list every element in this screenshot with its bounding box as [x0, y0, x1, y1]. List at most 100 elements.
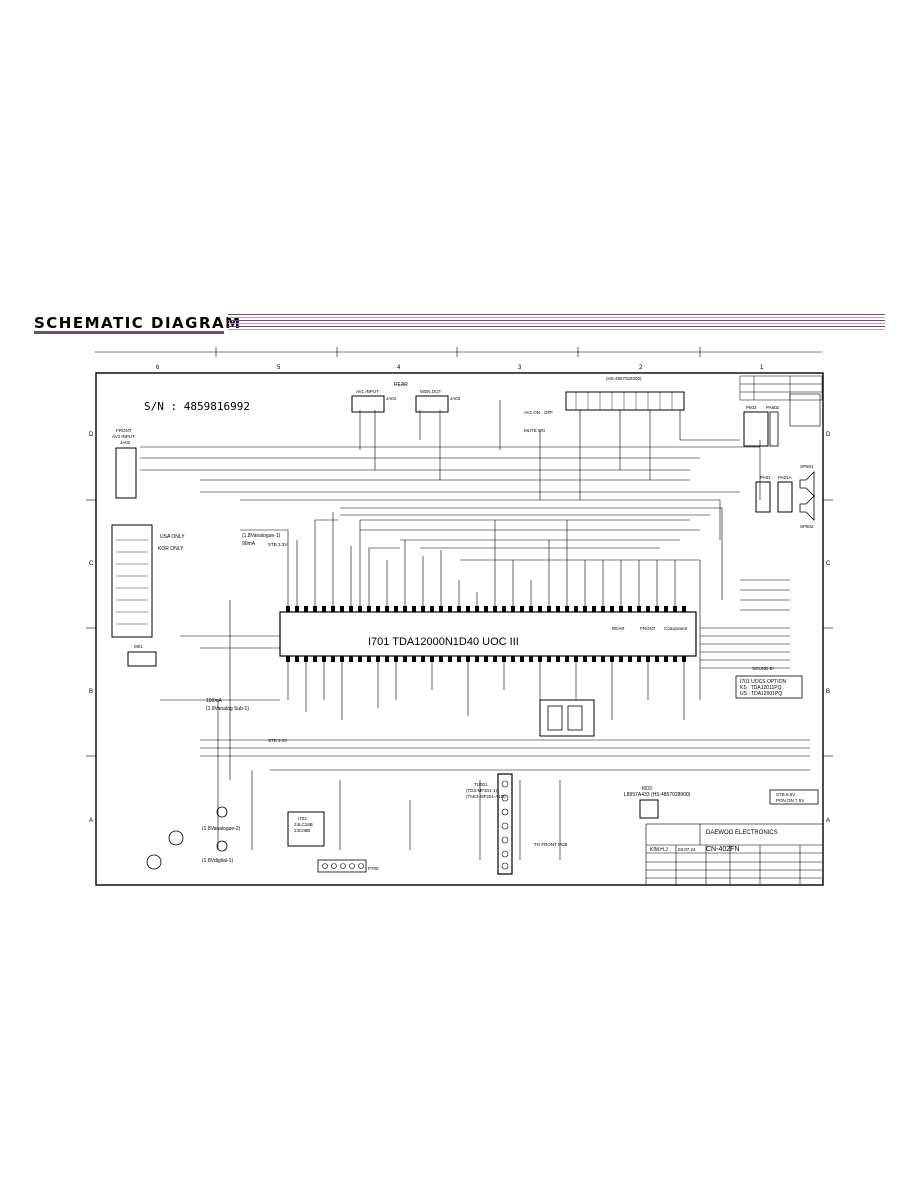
- transistor-q1: [168, 830, 184, 846]
- rail-18d: (1.8Vdigital-1): [202, 858, 233, 864]
- col-label: 2: [639, 365, 643, 371]
- ic-option-us: US : TDA12001PQ: [740, 691, 782, 697]
- mute-label: MUTE ON: [524, 428, 545, 433]
- p700-connector: [317, 859, 367, 873]
- p603-connector: [743, 411, 769, 447]
- col-label: 4: [397, 365, 401, 371]
- main-ic-body: [279, 611, 697, 657]
- tu001-pins: [501, 780, 509, 870]
- i801-label: I801: [134, 644, 143, 649]
- top-connector-pins: [575, 392, 673, 410]
- p700-label: P700: [368, 866, 379, 871]
- component-label: Component: [664, 626, 688, 631]
- ja01-connector: [351, 395, 385, 413]
- rail-33: STB 3.3V: [268, 542, 287, 547]
- tu001-part2: (TAE3-MF201-A1D): [466, 794, 506, 799]
- ja01-label: JA01: [386, 396, 397, 401]
- p603-label: P603: [746, 405, 757, 410]
- row-label: A: [89, 818, 93, 824]
- row-label: C: [89, 561, 94, 567]
- stb-note-box: [769, 789, 819, 805]
- key-matrix-lines: [116, 539, 148, 625]
- row-label: D: [89, 432, 94, 438]
- subboard: [539, 699, 595, 737]
- stb-note-2: PON ON 7.5V: [776, 798, 804, 803]
- i801-body: [127, 651, 157, 667]
- rear-label: REAR: [394, 382, 408, 388]
- rear-signal-label: REAR: [612, 626, 625, 631]
- to-frontpcb-label: TO FRONT PCB: [534, 842, 567, 847]
- main-ic-label: I701 TDA12000N1D40 UOC III: [368, 636, 519, 648]
- col-label: 1: [760, 365, 764, 371]
- pa01-connector: [755, 481, 771, 513]
- row-label: B: [826, 689, 830, 695]
- main-ic-pins-bottom: [286, 656, 686, 662]
- stb-note-1: STB 6.5V: [776, 792, 795, 797]
- subboard-ic1: [547, 705, 563, 731]
- rail-100ma: 100mA: [206, 698, 223, 704]
- col-label: 3: [518, 365, 522, 371]
- pa602-label: PA602: [766, 405, 780, 410]
- row-label: C: [826, 561, 831, 567]
- wiring: [140, 400, 810, 860]
- sound-label: SOUND B+: [752, 666, 776, 671]
- rail-18b: (1.8Vanalog Sub-1): [206, 706, 249, 712]
- serial-number: S/N : 4859816992: [144, 400, 250, 413]
- rail-18a: (1.8Vanalogue-1): [242, 533, 281, 539]
- col-label: 5: [277, 365, 281, 371]
- col-label: 6: [156, 365, 160, 371]
- av1-input-label: AV1 INPUT: [356, 389, 379, 394]
- ja03-label: JA03: [450, 396, 461, 401]
- kor-only-label: KOR ONLY: [158, 546, 184, 552]
- i702-label: I702: [298, 816, 307, 821]
- top-connector-label: (HS:4857028300): [606, 376, 642, 381]
- usa-only-label: USA ONLY: [160, 534, 185, 540]
- ja02-connector: [115, 447, 137, 499]
- ic-option-ks: KS : TDA12011PQ: [740, 685, 782, 691]
- tu001-body: [497, 773, 513, 875]
- tu001-part1: (TD3-MF201-1): [466, 788, 498, 793]
- speaker-1-icon: [799, 471, 815, 497]
- model-number: CN-402FN: [706, 846, 739, 853]
- pa01a-label: PA01A: [778, 475, 792, 480]
- row-label: D: [826, 432, 831, 438]
- p700-pins: [322, 863, 364, 869]
- ja03-connector: [415, 395, 449, 413]
- off-label: OFF: [544, 410, 553, 415]
- top-connector: [565, 391, 685, 411]
- tu001-label: TU001: [474, 782, 488, 787]
- front-label: FRONT: [116, 428, 132, 433]
- front-avinput-label: AV2 INPUT: [112, 434, 135, 439]
- row-label: B: [89, 689, 93, 695]
- drawn-by: KIM.H.J: [650, 847, 668, 853]
- pa01a-connector: [777, 481, 793, 513]
- rail-18c: (1.8Vanalogue-2): [202, 826, 241, 832]
- ic-option-box: [735, 675, 803, 699]
- i603-label: I603: [642, 786, 652, 792]
- title-underbar: [34, 331, 224, 334]
- front-signal-label: FRONT: [640, 626, 656, 631]
- key-matrix-box: [111, 524, 153, 638]
- i702-part1: 24LC16B: [294, 822, 313, 827]
- fbt-block: [789, 393, 821, 427]
- av1-on-label: AV1 ON: [524, 410, 540, 415]
- main-ic-pins-top: [286, 606, 686, 612]
- company-name: DAEWOO ELECTRONICS: [706, 830, 778, 836]
- grid-frame: [86, 347, 833, 886]
- sp601-label: SP601: [800, 464, 814, 469]
- pa01-label: PA01: [760, 475, 771, 480]
- transistor-q3: [216, 806, 228, 818]
- pa602-connector: [769, 411, 779, 447]
- monout-label: MON.OUT: [420, 389, 441, 394]
- transistor-q2: [146, 854, 162, 870]
- i702-part2: 24C08B: [294, 828, 310, 833]
- rail-90ma: 90mA: [242, 541, 256, 547]
- ja02-label: JA02: [120, 440, 131, 445]
- i603-part: L8957A433 (HS:4857028900): [624, 792, 691, 798]
- title-block: [645, 823, 824, 886]
- ic-option-title: I701 UOCS OPTION: [740, 679, 787, 685]
- revision-table: [739, 375, 823, 401]
- i702-body: [287, 811, 325, 847]
- row-label: A: [826, 818, 830, 824]
